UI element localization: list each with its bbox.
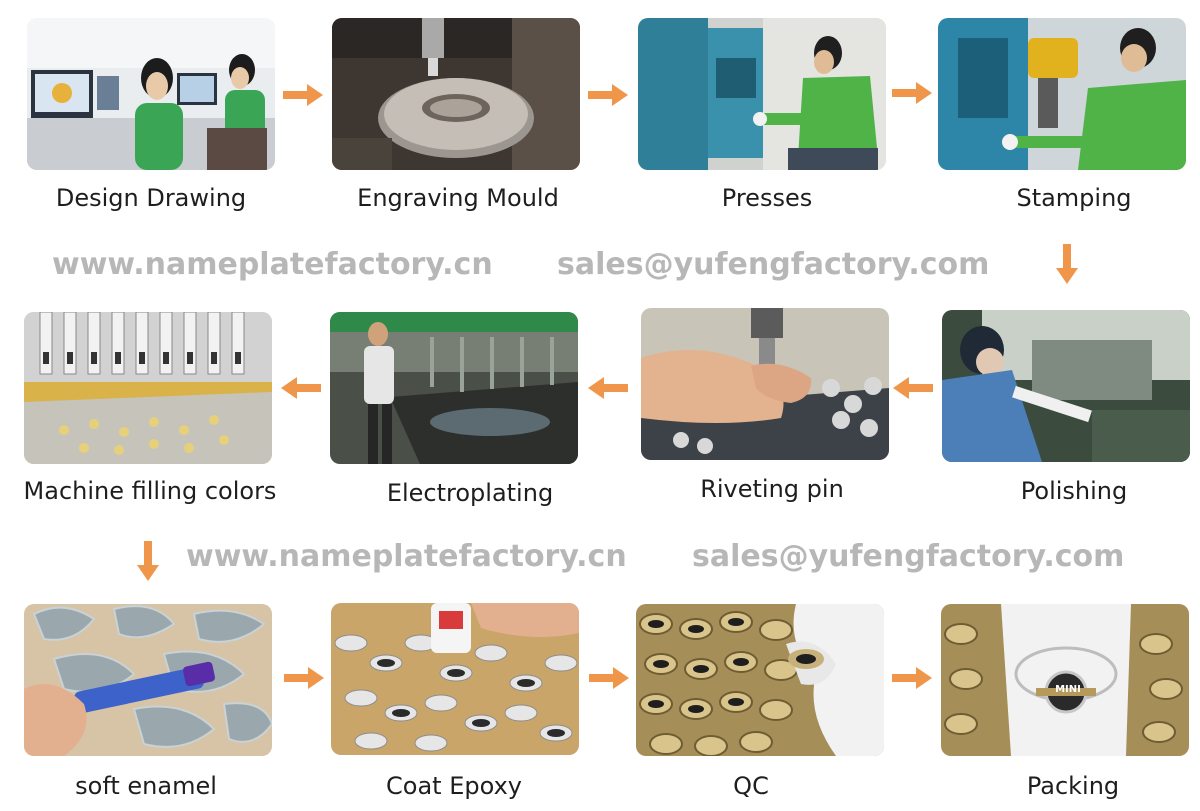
step-label-machine-filling-colors: Machine filling colors: [23, 477, 277, 505]
arrow-right-icon: [892, 82, 932, 104]
watermark-website-row1: www.nameplatefactory.cn: [52, 247, 493, 282]
packing-photo: [941, 604, 1189, 756]
watermark-email-row2: sales@yufengfactory.com: [692, 539, 1125, 574]
arrow-left-icon: [893, 377, 933, 399]
arrow-left-icon: [588, 377, 628, 399]
arrow-down-icon: [1056, 244, 1078, 284]
arrow-down-icon: [137, 541, 159, 581]
step-label-design-drawing: Design Drawing: [55, 184, 247, 212]
arrow-right-icon: [589, 667, 629, 689]
arrow-right-icon: [284, 667, 324, 689]
watermark-website-row2: www.nameplatefactory.cn: [186, 539, 627, 574]
step-label-electroplating: Electroplating: [386, 479, 554, 507]
step-label-qc: QC: [733, 772, 769, 800]
electroplating-photo: [330, 312, 578, 464]
step-label-coat-epoxy: Coat Epoxy: [386, 772, 522, 800]
step-label-presses: Presses: [721, 184, 813, 212]
coat-epoxy-photo: [331, 603, 579, 755]
polishing-photo: [942, 310, 1190, 462]
mini-badge-text: MINI: [1055, 684, 1081, 695]
machine-filling-colors-photo: [24, 312, 272, 464]
engraving-mould-photo: [332, 18, 580, 170]
arrow-right-icon: [283, 84, 323, 106]
arrow-left-icon: [281, 377, 321, 399]
step-label-polishing: Polishing: [1020, 477, 1128, 505]
step-label-packing: Packing: [1026, 772, 1120, 800]
qc-photo: [636, 604, 884, 756]
stamping-photo: [938, 18, 1186, 170]
step-label-soft-enamel: soft enamel: [75, 772, 217, 800]
watermark-email-row1: sales@yufengfactory.com: [557, 247, 990, 282]
arrow-right-icon: [892, 667, 932, 689]
step-label-stamping: Stamping: [1016, 184, 1132, 212]
design-drawing-photo: [27, 18, 275, 170]
step-label-engraving-mould: Engraving Mould: [357, 184, 559, 212]
soft-enamel-photo: [24, 604, 272, 756]
riveting-pin-photo: [641, 308, 889, 460]
arrow-right-icon: [588, 84, 628, 106]
presses-photo: [638, 18, 886, 170]
step-label-riveting-pin: Riveting pin: [700, 475, 844, 503]
